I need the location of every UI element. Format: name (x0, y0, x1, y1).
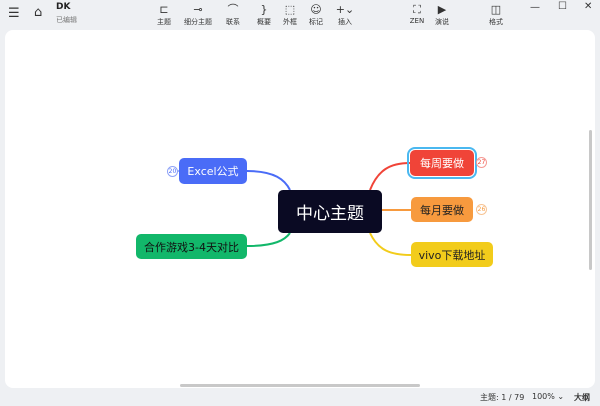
toolbar-topic-button[interactable]: ⊏ 主题 (147, 3, 181, 27)
toolbar-subtopic-button[interactable]: ⊸ 细分主题 (181, 3, 215, 27)
vertical-scrollbar[interactable] (589, 130, 592, 270)
subtopic-icon: ⊸ (193, 3, 203, 16)
toolbar-format-button[interactable]: ◫ 格式 (479, 3, 513, 27)
zoom-select[interactable]: 100% ⌄ (532, 392, 565, 401)
edit-status: 已编辑 (56, 16, 77, 24)
boundary-icon: ⬚ (284, 3, 296, 16)
toolbar-label: 演说 (435, 18, 449, 26)
toolbar-label: 联系 (226, 18, 240, 26)
count-badge[interactable]: 20 (167, 166, 178, 177)
horizontal-scrollbar[interactable] (180, 384, 420, 387)
toolbar-label: 外框 (283, 18, 297, 26)
toolbar-label: 主题 (157, 18, 171, 26)
topic-coop-game[interactable]: 合作游戏3-4天对比 (136, 234, 247, 259)
toolbar-marker-button[interactable]: ☺ 标记 (299, 3, 333, 27)
topic-vivo[interactable]: vivo下载地址 (411, 242, 493, 267)
connector-green (246, 232, 291, 247)
toolbar-label: 格式 (489, 18, 503, 26)
central-topic[interactable]: 中心主题 (278, 190, 382, 233)
toolbar-relation-button[interactable]: ⌒ 联系 (216, 3, 250, 27)
topic-count: 主题: 1 / 79 (480, 393, 525, 402)
toolbar-boundary-button[interactable]: ⬚ 外框 (273, 3, 307, 27)
home-icon[interactable]: ⌂ (34, 5, 43, 20)
document-title: DK (56, 2, 71, 12)
toolbar-summary-button[interactable]: } 概要 (247, 3, 281, 27)
toolbar-zen-button[interactable]: ⛶ZEN (400, 3, 434, 25)
toolbar-label: 细分主题 (184, 18, 212, 26)
topic-icon: ⊏ (159, 3, 169, 16)
toolbar-label: ZEN (409, 17, 425, 25)
present-icon: ▶ (437, 3, 447, 16)
close-button[interactable]: ✕ (584, 1, 593, 12)
toolbar-label: 插入 (338, 18, 352, 26)
title-bar: ☰ ⌂ DK 已编辑 ⊏主题⊸细分主题⌒联系}概要⬚外框☺标记+⌄插入⛶ZEN▶… (0, 0, 600, 30)
minimize-button[interactable]: — (530, 2, 540, 13)
maximize-button[interactable]: ☐ (558, 1, 567, 12)
summary-icon: } (260, 3, 268, 16)
marker-icon: ☺ (310, 3, 322, 16)
zoom-level: 100% (532, 392, 555, 401)
menu-icon[interactable]: ☰ (8, 6, 20, 21)
toolbar-present-button[interactable]: ▶ 演说 (425, 3, 459, 27)
topic-weekly[interactable]: 每周要做 (407, 147, 477, 179)
count-badge[interactable]: 26 (476, 204, 487, 215)
relation-icon: ⌒ (227, 3, 239, 16)
zen-icon: ⛶ (413, 3, 421, 16)
toolbar-label: 标记 (309, 18, 323, 26)
count-badge[interactable]: 27 (476, 157, 487, 168)
topic-excel[interactable]: Excel公式 (179, 158, 247, 184)
connector-vivo (369, 232, 412, 256)
toolbar-label: 概要 (257, 18, 271, 26)
toolbar-insert-button[interactable]: +⌄ 插入 (328, 3, 362, 27)
topic-monthly[interactable]: 每月要做 (411, 197, 473, 222)
connector-excel (246, 170, 291, 191)
insert-icon: +⌄ (335, 3, 355, 16)
format-icon: ◫ (490, 3, 502, 16)
connector-weekly (369, 162, 411, 191)
outline-button[interactable]: 大纲 (574, 393, 590, 402)
